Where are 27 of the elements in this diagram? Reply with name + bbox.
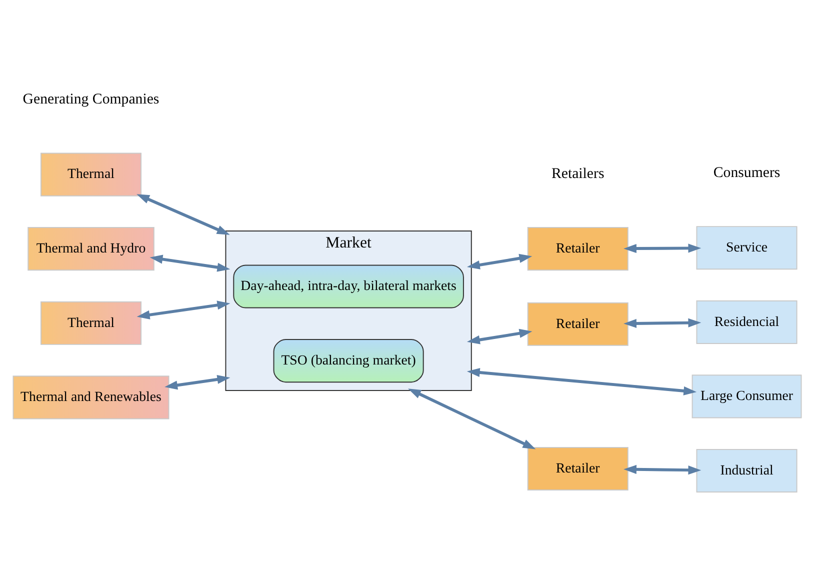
arrow xyxy=(136,194,230,235)
label: Retailers xyxy=(551,166,604,182)
node-box: Thermal and Renewables xyxy=(12,376,170,420)
node-box: Large Consumer xyxy=(692,374,802,418)
node-box: TSO (balancing market) xyxy=(273,339,424,383)
arrow xyxy=(624,464,702,475)
node-box: Residencial xyxy=(696,300,798,344)
arrow xyxy=(466,254,532,270)
node-box: Service xyxy=(696,226,798,270)
node-box: Industrial xyxy=(696,448,798,493)
arrow xyxy=(466,328,532,344)
label: Generating Companies xyxy=(22,92,160,108)
node-box: Thermal and Hydro xyxy=(28,227,154,271)
arrow xyxy=(136,300,230,320)
arrow xyxy=(408,388,536,450)
node-box: Thermal xyxy=(40,152,142,196)
node-box: Retailer xyxy=(527,227,628,271)
arrow xyxy=(624,318,702,328)
node-box: Retailer xyxy=(527,302,628,346)
arrow xyxy=(624,244,702,254)
node-box: Thermal xyxy=(40,301,142,345)
node-box: Retailer xyxy=(527,446,628,491)
arrow xyxy=(466,368,697,396)
arrow xyxy=(150,254,230,272)
node-box: Day-ahead, intra-day, bilateral markets xyxy=(233,264,464,308)
label: Consumers xyxy=(713,165,780,182)
arrow xyxy=(164,374,230,390)
